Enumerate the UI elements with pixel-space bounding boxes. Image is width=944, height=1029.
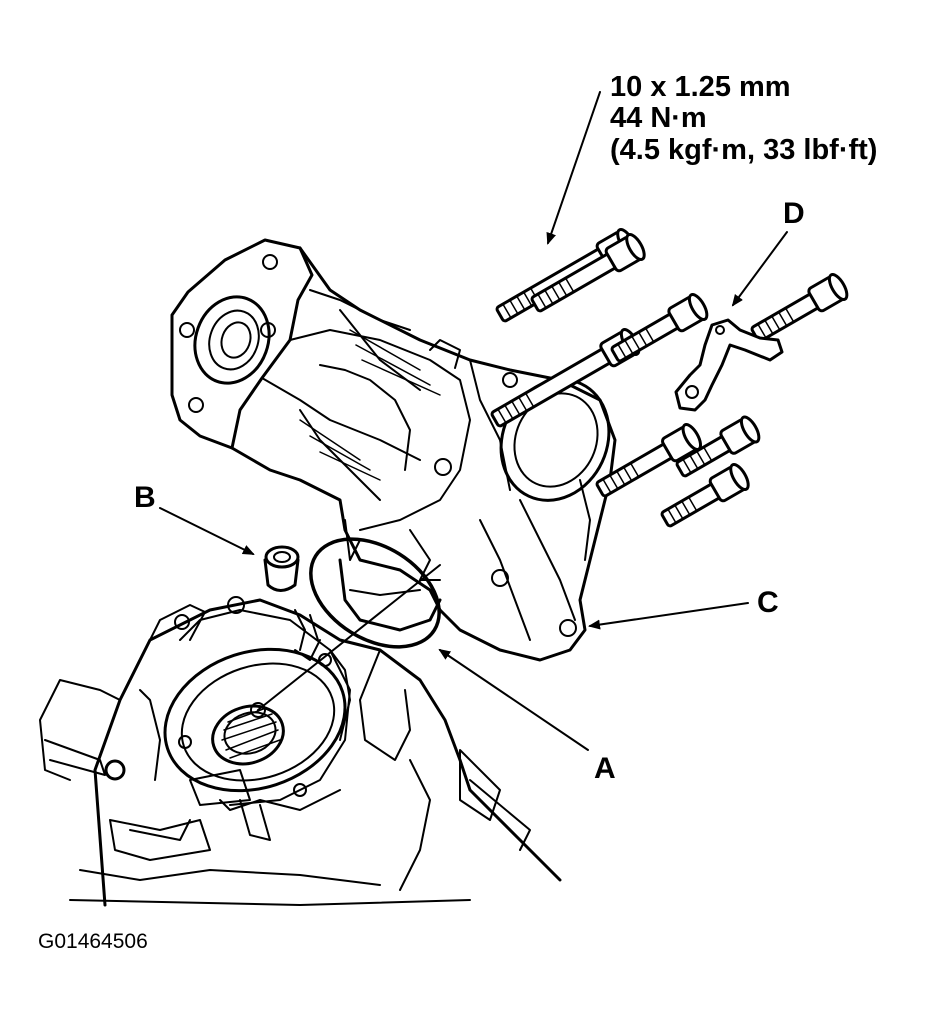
a-leader-line bbox=[438, 648, 589, 751]
callout-c: C bbox=[757, 586, 779, 619]
callout-d: D bbox=[783, 197, 805, 230]
spec-leader-line bbox=[546, 91, 601, 245]
c-leader-line bbox=[588, 602, 749, 630]
transmission-case bbox=[39, 596, 562, 907]
shaft-axis-line bbox=[257, 564, 441, 711]
figure-id: G01464506 bbox=[38, 930, 148, 953]
bolt-size-label: 10 x 1.25 mm bbox=[610, 71, 791, 103]
mounting-bolts bbox=[490, 228, 849, 528]
torque-alt-units-label: (4.5 kgf·m, 33 lbf·ft) bbox=[610, 134, 878, 166]
callout-a: A bbox=[594, 752, 616, 785]
o-ring bbox=[309, 537, 441, 649]
d-leader-line bbox=[731, 231, 788, 307]
torque-nm-label: 44 N·m bbox=[610, 102, 707, 134]
dowel-pin bbox=[263, 545, 300, 592]
callout-b: B bbox=[134, 481, 156, 514]
b-leader-line bbox=[159, 507, 255, 555]
bracket bbox=[674, 318, 784, 412]
